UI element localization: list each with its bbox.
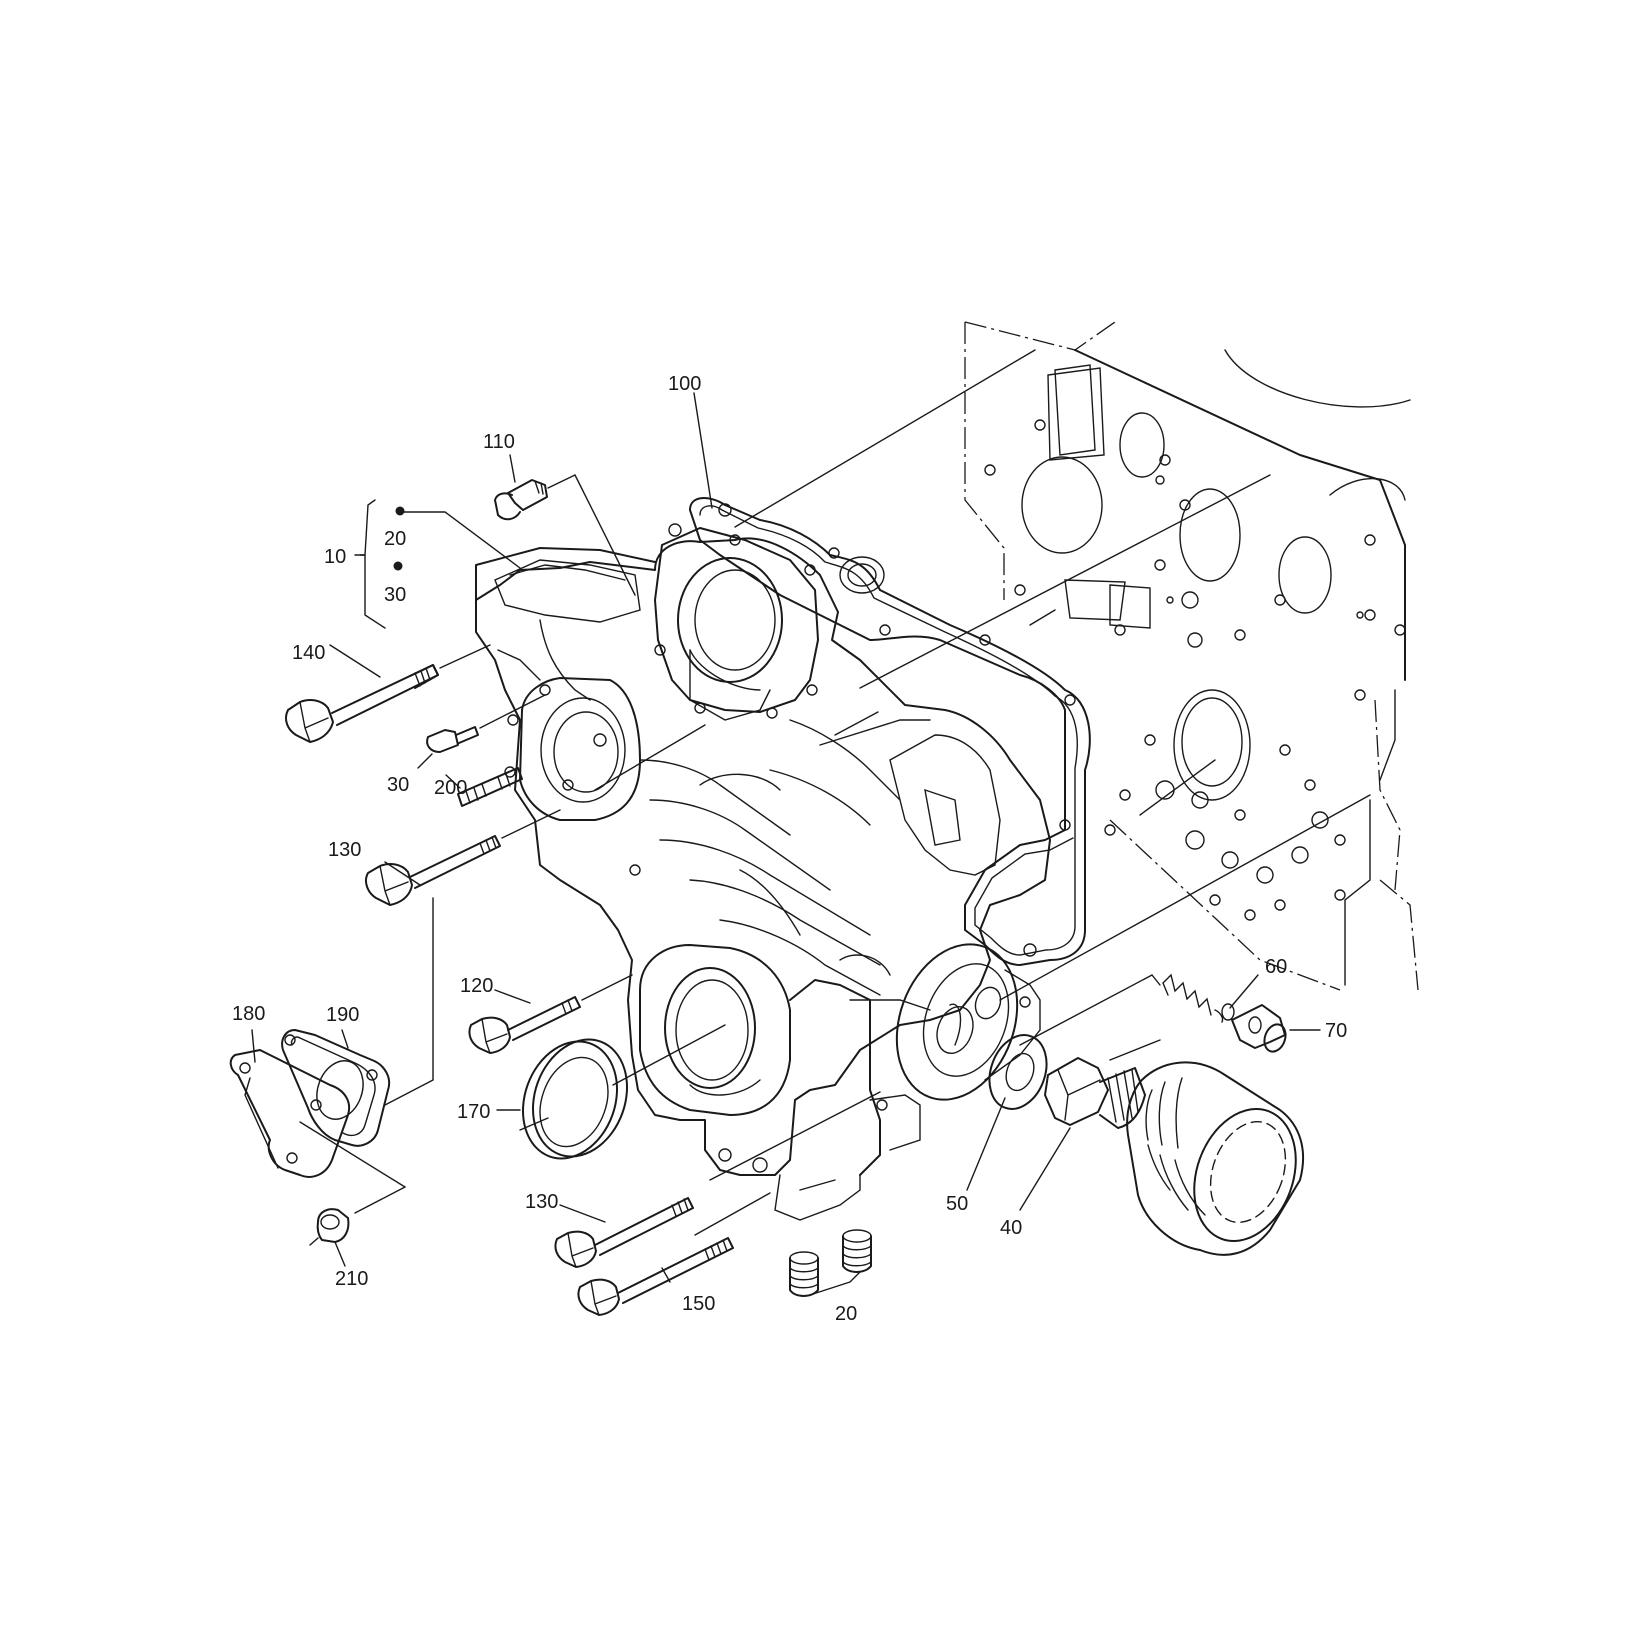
bolt-130-lower xyxy=(554,1197,694,1268)
filter-connector-40 xyxy=(1044,1039,1161,1129)
callout-180: 180 xyxy=(232,1003,265,1025)
callout-100: 100 xyxy=(668,373,701,395)
callout-140: 140 xyxy=(292,642,325,664)
stud-200 xyxy=(445,767,523,807)
bolt-130-upper xyxy=(365,809,561,1106)
callout-130-upper: 130 xyxy=(328,839,361,861)
alignment-lines xyxy=(594,349,1371,1236)
bullet-20 xyxy=(395,506,405,516)
gasket-190 xyxy=(281,1029,391,1147)
callout-labels: 100 110 20 10 30 140 30 200 130 120 180 … xyxy=(232,373,1347,1325)
callout-130-lower: 130 xyxy=(525,1191,558,1213)
callout-190: 190 xyxy=(326,1004,359,1026)
callout-210: 210 xyxy=(335,1268,368,1290)
spring-60 xyxy=(1019,973,1235,1046)
gasket-100 xyxy=(689,497,1091,966)
block-holes xyxy=(984,419,1406,921)
gear-case-cover xyxy=(475,523,1051,1221)
plug-20-left xyxy=(789,1251,819,1297)
engine-block xyxy=(964,321,1419,991)
callout-30: 30 xyxy=(387,774,409,796)
plug-20-right xyxy=(842,1229,872,1273)
callout-20: 20 xyxy=(835,1303,857,1325)
callout-120: 120 xyxy=(460,975,493,997)
screw-30 xyxy=(417,694,546,769)
oil-filter xyxy=(1126,1061,1304,1256)
bolt-150 xyxy=(577,1237,734,1316)
nut-210 xyxy=(309,1208,350,1246)
o-ring-50 xyxy=(988,1034,1048,1110)
callout-110: 110 xyxy=(483,431,515,453)
bolt-110 xyxy=(494,474,636,596)
callout-150: 150 xyxy=(682,1293,715,1315)
callout-60: 60 xyxy=(1265,956,1287,978)
cover-plate-180 xyxy=(229,1049,350,1178)
bolt-140 xyxy=(285,644,491,743)
oil-seal-170 xyxy=(519,1024,726,1160)
callout-170: 170 xyxy=(457,1101,490,1123)
bullet-30 xyxy=(393,561,403,571)
callout-50: 50 xyxy=(946,1193,968,1215)
oil-filter-bracket xyxy=(895,943,1041,1101)
leader-180-190 xyxy=(299,1121,406,1188)
bolt-120 xyxy=(468,974,633,1054)
callout-leaders xyxy=(251,392,1321,1295)
callout-70: 70 xyxy=(1325,1020,1347,1042)
callout-30-kit: 30 xyxy=(384,584,406,606)
callout-20-kit: 20 xyxy=(384,528,406,550)
plug-70 xyxy=(1231,1004,1287,1053)
callout-10: 10 xyxy=(324,546,346,568)
callout-40: 40 xyxy=(1000,1217,1022,1239)
callout-200: 200 xyxy=(434,777,467,799)
leader-210 xyxy=(354,1186,406,1214)
